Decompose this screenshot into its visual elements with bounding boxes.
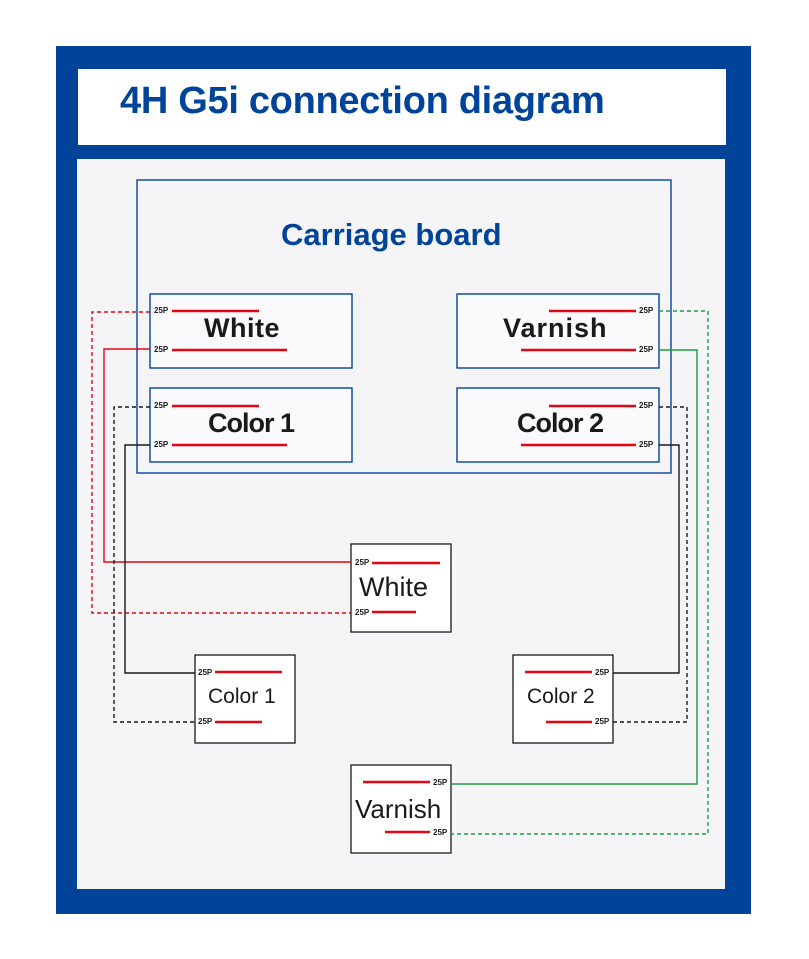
carriage-slot-white xyxy=(149,293,353,369)
slot-label-white: White xyxy=(204,313,280,343)
slot-label-color-1: Color 1 xyxy=(208,408,295,438)
wire-color-2-dashed xyxy=(613,406,688,723)
carriage-board xyxy=(136,179,672,474)
carriage-slot-color-2 xyxy=(456,387,660,463)
head-label-varnish: Varnish xyxy=(355,794,442,824)
port-label: 25P xyxy=(154,306,169,315)
connector-bars xyxy=(172,309,636,834)
port-label: 25P xyxy=(433,778,448,787)
title-box xyxy=(78,69,726,145)
carriage-slot-varnish xyxy=(456,293,660,369)
port-label: 25P xyxy=(433,828,448,837)
slot-label-color-2: Color 2 xyxy=(517,408,604,438)
wire-varnish-dashed xyxy=(451,310,709,835)
head-label-color-1: Color 1 xyxy=(208,685,276,708)
wire-color-1-dashed xyxy=(113,406,195,723)
port-label: 25P xyxy=(595,717,610,726)
port-label: 25P xyxy=(639,345,654,354)
port-label: 25P xyxy=(355,558,370,567)
wire-varnish-solid xyxy=(451,349,698,785)
head-varnish xyxy=(350,764,452,854)
port-label: 25P xyxy=(639,306,654,315)
head-color-2 xyxy=(512,654,614,744)
port-label: 25P xyxy=(198,717,213,726)
head-color-1 xyxy=(194,654,296,744)
port-label: 25P xyxy=(154,440,169,449)
port-label: 25P xyxy=(595,668,610,677)
wire-white-solid xyxy=(103,348,351,563)
wire-color-2-solid xyxy=(613,444,680,674)
head-white xyxy=(350,543,452,633)
port-label: 25P xyxy=(154,345,169,354)
wire-color-1-solid xyxy=(124,444,195,674)
port-label: 25P xyxy=(154,401,169,410)
head-label-color-2: Color 2 xyxy=(527,685,595,708)
port-label: 25P xyxy=(639,401,654,410)
port-label: 25P xyxy=(639,440,654,449)
head-label-white: White xyxy=(359,572,429,602)
wire-white-dashed xyxy=(91,311,351,614)
slot-label-varnish: Varnish xyxy=(503,313,608,343)
port-label: 25P xyxy=(355,608,370,617)
carriage-slot-color-1 xyxy=(149,387,353,463)
port-label: 25P xyxy=(198,668,213,677)
diagram-title: 4H G5i connection diagram xyxy=(120,80,605,122)
carriage-board-title: Carriage board xyxy=(281,217,502,252)
